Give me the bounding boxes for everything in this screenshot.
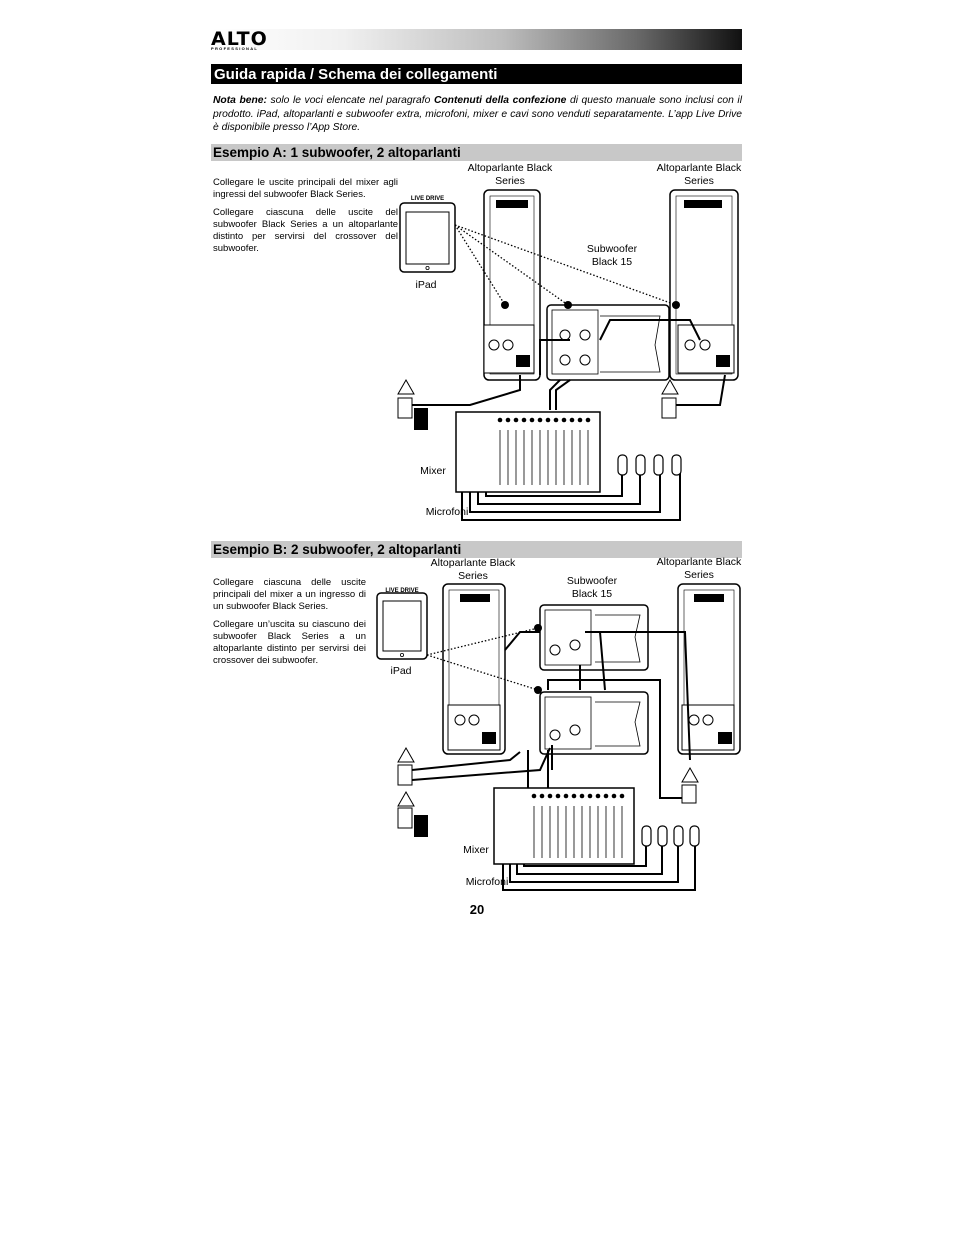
ipad-screen-text: LIVE DRIVE	[385, 588, 418, 594]
mixer-icon	[493, 787, 635, 865]
microphones	[617, 454, 682, 476]
example-a-label-ipad: iPad	[415, 279, 437, 291]
example-b-label-subwoofer: Subwoofer Black 15	[566, 575, 618, 600]
note-bold: Contenuti della confezione	[433, 95, 567, 106]
bluetooth-icon	[564, 301, 572, 309]
example-b-description: Collegare ciascuna delle uscite principa…	[213, 577, 366, 673]
example-a-diagram: LIVE DRIVE	[397, 189, 739, 521]
example-a-label-speaker-left: Altoparlante Black Series	[467, 162, 553, 187]
example-a-label-speaker-right: Altoparlante Black Series	[656, 162, 742, 187]
ipad-icon: LIVE DRIVE	[376, 588, 428, 660]
power-outlet-icon	[397, 378, 428, 430]
example-b-para-1: Collegare ciascuna delle uscite principa…	[213, 577, 366, 612]
alto-logo-subtitle: PROFESSIONAL	[211, 46, 259, 51]
alto-logo: ALTO	[211, 28, 268, 50]
page-number: 20	[469, 902, 485, 917]
speaker-right-icon	[669, 189, 739, 381]
example-b-para-2: Collegare un’uscita su ciascuno dei subw…	[213, 619, 366, 666]
example-a-description: Collegare le uscite principali del mixer…	[213, 177, 398, 261]
example-a-para-1: Collegare le uscite principali del mixer…	[213, 177, 398, 200]
example-b-diagram: LIVE DRIVE	[376, 583, 741, 891]
bluetooth-links	[454, 224, 677, 306]
header-gradient-bar	[211, 29, 742, 50]
bluetooth-icon	[534, 686, 542, 694]
mixer-icon	[455, 411, 601, 493]
example-a-para-2: Collegare ciascuna delle uscite del subw…	[213, 207, 398, 254]
example-a-label-mics: Microfoni	[425, 506, 469, 518]
example-a-label-mixer: Mixer	[420, 465, 446, 477]
example-a-title: Esempio A: 1 subwoofer, 2 altoparlanti	[211, 144, 742, 161]
power-outlet-icon	[661, 378, 679, 419]
note-text-1: solo le voci elencate nel paragrafo	[266, 95, 434, 106]
bluetooth-icon	[501, 301, 509, 309]
subwoofer-icon	[546, 304, 670, 381]
power-outlet-icon	[397, 790, 428, 837]
bluetooth-icon	[672, 301, 680, 309]
speaker-left-icon	[483, 189, 541, 381]
subwoofer-bottom-icon	[539, 691, 649, 755]
power-outlet-icon	[681, 766, 699, 804]
example-b-label-mics: Microfoni	[465, 876, 509, 888]
example-a-label-subwoofer: Subwoofer Black 15	[586, 243, 638, 268]
subwoofer-top-icon	[539, 604, 649, 671]
bluetooth-icon	[534, 624, 542, 632]
ipad-screen-text: LIVE DRIVE	[411, 196, 444, 202]
power-outlet-icon	[397, 746, 415, 786]
example-b-label-speaker-right: Altoparlante Black Series	[656, 556, 742, 581]
microphones	[641, 825, 700, 847]
example-b-label-ipad: iPad	[390, 665, 412, 677]
page-title: Guida rapida / Schema dei collegamenti	[211, 64, 742, 84]
note-text-2: di questo manuale sono inclusi con il pr…	[213, 95, 742, 133]
example-b-label-mixer: Mixer	[463, 844, 489, 856]
speaker-right-icon	[677, 583, 741, 755]
speaker-left-icon	[442, 583, 506, 755]
note-lead: Nota bene:	[213, 95, 267, 106]
example-b-title: Esempio B: 2 subwoofer, 2 altoparlanti	[211, 541, 742, 558]
ipad-icon: LIVE DRIVE	[399, 196, 456, 273]
example-b-label-speaker-left: Altoparlante Black Series	[430, 557, 516, 582]
note-paragraph: Nota bene: solo le voci elencate nel par…	[213, 94, 742, 135]
